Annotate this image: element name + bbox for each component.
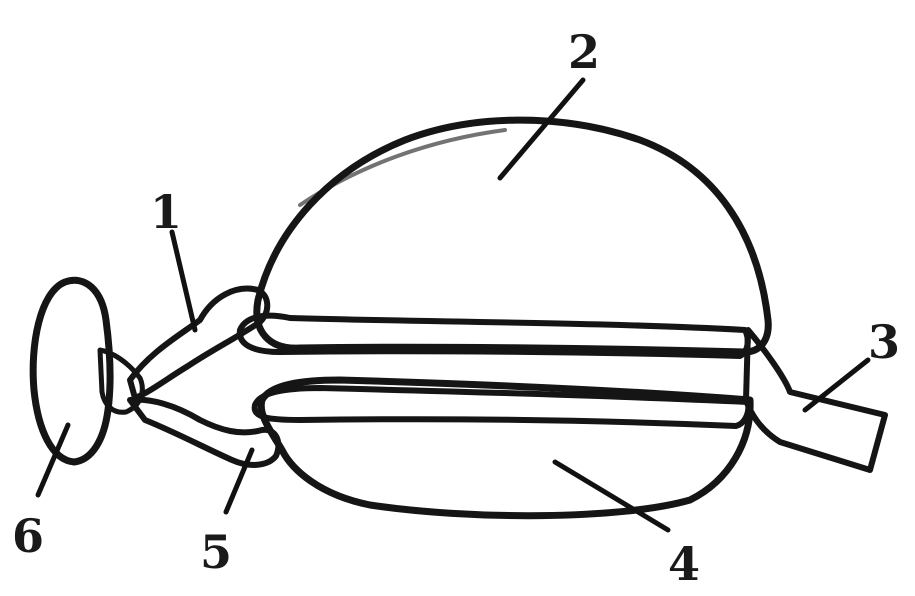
lower-cup	[255, 380, 750, 516]
upper-dome	[240, 120, 768, 356]
label-4: 4	[668, 537, 700, 591]
leader-line-2	[500, 80, 583, 178]
label-3: 3	[868, 315, 900, 369]
left-appendage	[33, 280, 278, 465]
label-5: 5	[200, 525, 232, 579]
leader-lines	[38, 80, 868, 530]
label-6: 6	[12, 509, 44, 563]
leader-line-4	[555, 462, 668, 530]
leader-line-1	[172, 232, 195, 330]
label-2: 2	[568, 25, 600, 79]
label-1: 1	[150, 185, 182, 239]
